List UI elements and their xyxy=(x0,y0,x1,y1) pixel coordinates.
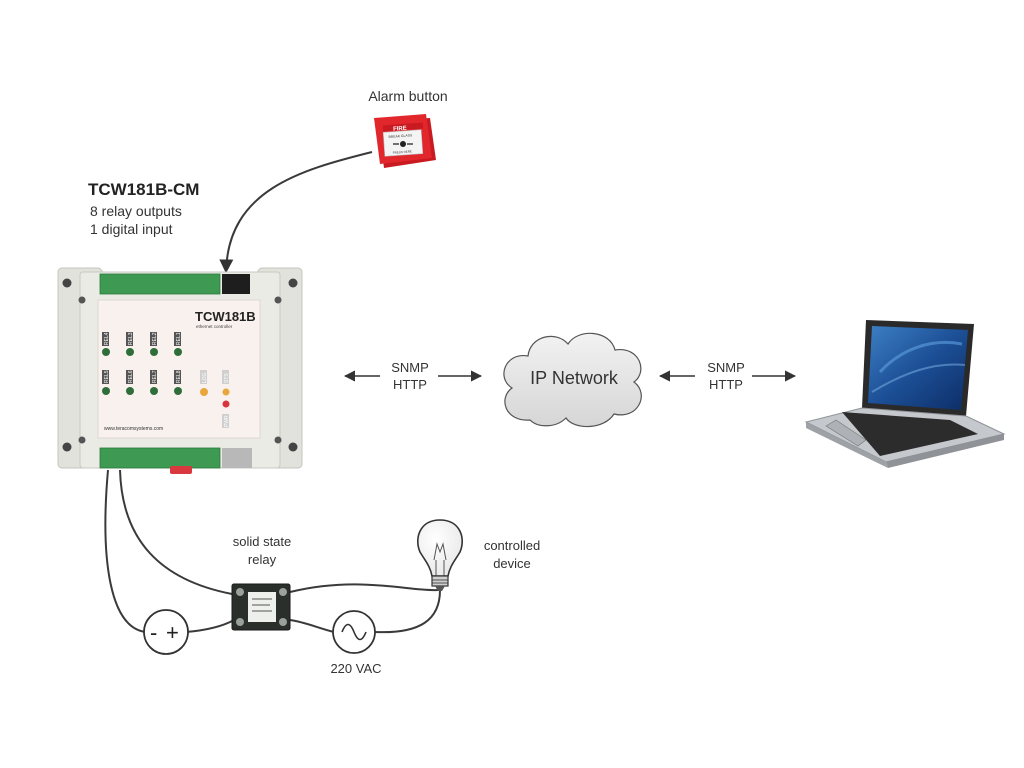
panel-title: TCW181B xyxy=(195,309,256,324)
relay-label-top-3: REL2 xyxy=(152,332,158,345)
panel-subtitle: ethernet controller xyxy=(196,324,233,329)
alarm-fire-text: FIRE xyxy=(393,126,407,133)
alarm-button-label: Alarm button xyxy=(368,88,448,104)
device-spec-relays: 8 relay outputs xyxy=(90,203,182,219)
alarm-wire xyxy=(219,151,373,274)
dc-plus-wire xyxy=(185,619,235,633)
ssr-label-line1: solid state xyxy=(232,534,292,549)
lamp-label-line2: device xyxy=(493,556,531,571)
relay-indicators-bottom xyxy=(102,370,182,395)
relay-label-bottom-1: REL5 xyxy=(104,370,110,383)
relay-label-bottom-4: REL8 xyxy=(176,370,182,383)
relay-label-top-1: REL4 xyxy=(104,332,110,345)
ac-supply-symbol xyxy=(332,610,376,654)
bottom-terminal-block xyxy=(99,447,252,474)
alarm-press-text: PRESS HERE xyxy=(393,149,413,154)
status-label-sts: STS xyxy=(224,373,230,383)
controller-device: TCW181B ethernet controller xyxy=(57,267,303,474)
solid-state-relay-image xyxy=(231,583,291,631)
ip-network-label: IP Network xyxy=(530,368,618,388)
alarm-button-image: FIRE BREAK GLASS PRESS HERE xyxy=(374,114,436,168)
right-protocol-http: HTTP xyxy=(709,377,743,392)
dc-supply-symbol: - + xyxy=(143,609,189,655)
relay-label-top-4: REL1 xyxy=(176,332,182,345)
device-spec-input: 1 digital input xyxy=(90,221,173,237)
device-model-title: TCW181B-CM xyxy=(88,180,200,199)
dc-plus-sign: + xyxy=(166,620,179,645)
ssr-ac-wire xyxy=(289,619,335,633)
panel-website: www.teracomsystems.com xyxy=(104,426,163,432)
right-protocol-snmp: SNMP xyxy=(707,360,745,375)
status-indicators xyxy=(200,370,230,428)
dc-minus-wire xyxy=(104,469,147,633)
relay-label-bottom-3: REL7 xyxy=(152,370,158,383)
ssr-lamp-wire xyxy=(289,583,439,593)
status-label-log: LOG xyxy=(202,372,208,383)
left-protocol-snmp: SNMP xyxy=(391,360,429,375)
alarm-glass-text: BREAK GLASS xyxy=(388,133,413,139)
ac-lamp-wire xyxy=(374,589,441,634)
top-terminal-block xyxy=(99,273,250,295)
dc-minus-sign: - xyxy=(150,620,157,645)
lamp-label-line1: controlled xyxy=(483,538,541,553)
relay-output-wire xyxy=(119,469,233,595)
status-label-pwr: PWR xyxy=(224,415,230,427)
relay-label-top-2: REL3 xyxy=(128,332,134,345)
ssr-label-line2: relay xyxy=(247,552,277,567)
relay-indicators-top xyxy=(102,332,182,356)
wires xyxy=(104,151,441,634)
relay-label-bottom-2: REL6 xyxy=(128,370,134,383)
laptop-image xyxy=(804,320,1006,468)
ac-voltage-label: 220 VAC xyxy=(330,661,382,676)
ip-network-cloud xyxy=(503,332,642,428)
light-bulb-icon xyxy=(416,519,464,591)
left-protocol-http: HTTP xyxy=(393,377,427,392)
